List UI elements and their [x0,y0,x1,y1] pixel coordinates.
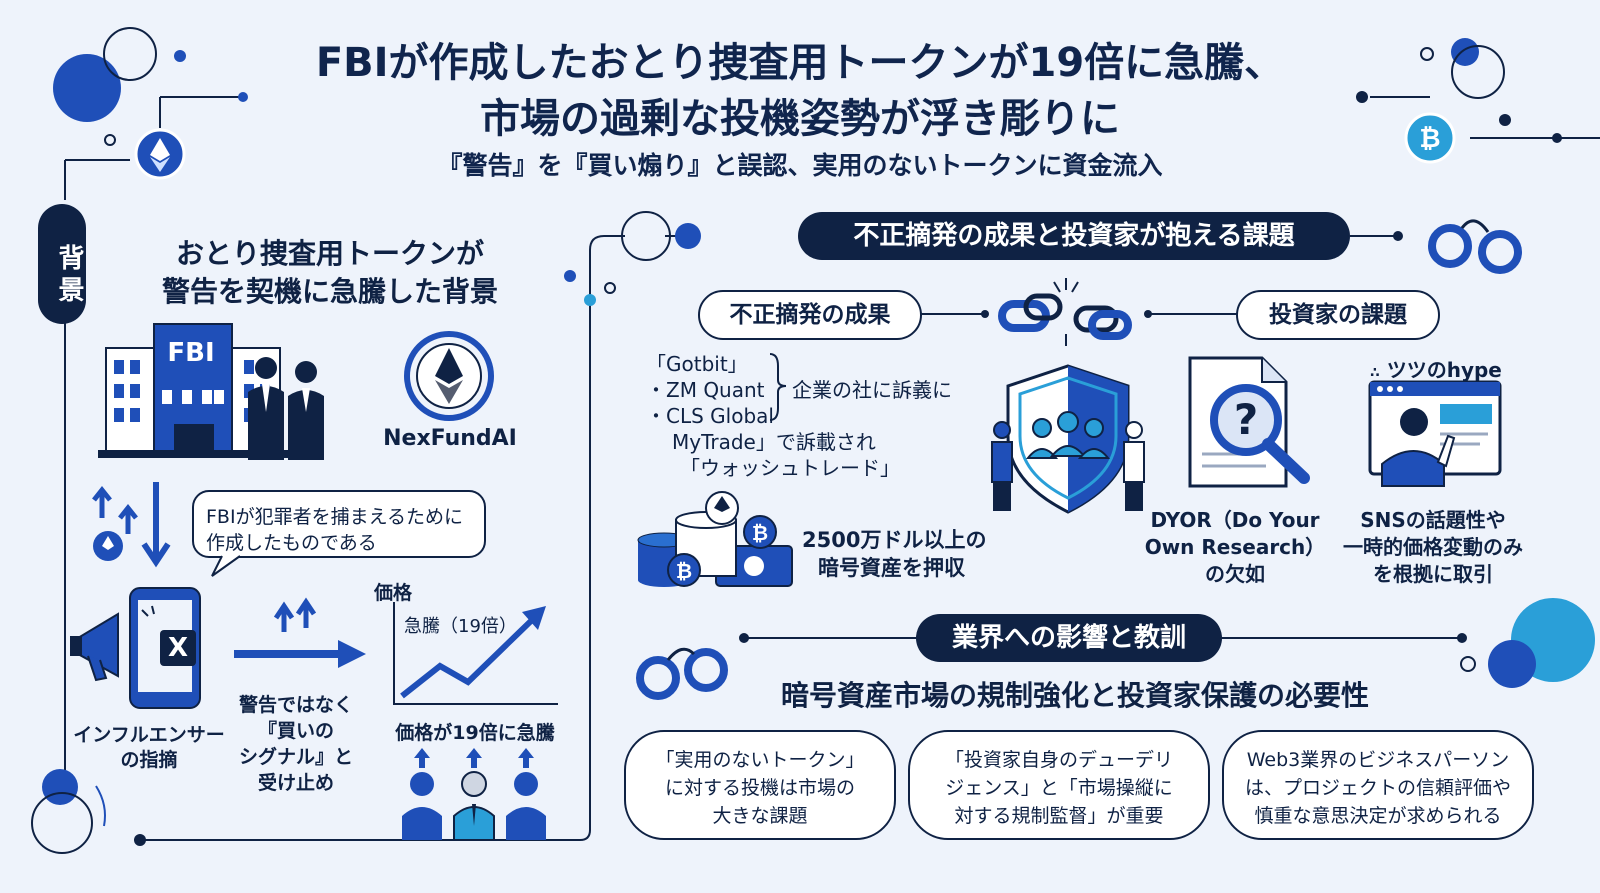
dyor-line1: DYOR（Do Your [1150,508,1320,532]
svg-text:₿: ₿ [752,521,768,545]
background-tag: 背景 [38,204,86,324]
background-heading-line1: おとり捜査用トークンが [175,237,484,270]
brace [769,353,787,421]
coins-stack-icon: ₿ ₿ [637,491,793,587]
bitcoin-icon: ₿ [1404,112,1456,164]
page-title-line1: FBIが作成したおとり捜査用トークンが19倍に急騰、 [315,40,1285,86]
nexfund-label: NexFundAI [383,426,517,451]
dyor-line2: Own Research） [1144,535,1326,559]
impact-box-2: 「投資家自身のデューデリ ジェンス」と「市場操縦に 対する規制監督」が重要 [908,730,1210,840]
arrow-right-icon [234,597,366,668]
sns-line2: 一時的価格変動のみ [1343,535,1523,559]
influencer-line1: インフルエンサー [73,724,225,746]
handcuffs-icon [1428,219,1522,274]
ethereum-icon [404,331,494,421]
svg-text:₿: ₿ [676,559,692,583]
fbi-building-icon [98,323,288,458]
speech-bubble [192,490,486,577]
impact-box-1: 「実用のないトークン」 に対する投機は市場の 大きな課題 [624,730,896,840]
signal-line1: 警告ではなく [238,694,353,716]
arrows-icon [92,482,171,568]
page-title-line2: 市場の過剰な投機姿勢が浮き彫りに [480,96,1120,142]
company-clsglobal: ・CLS Global [646,404,774,428]
x-logo-icon: X [160,630,196,666]
chart-annotation: 急騰（19倍） [404,616,517,637]
chart-axis-label: 価格 [374,582,413,604]
fbi-label: FBI [167,338,215,368]
sparkle-icon: ∴ [1370,365,1380,381]
issues-label: 投資家の課題 [1236,290,1440,340]
mytrade-line1: MyTrade」で訴載され [672,430,876,454]
svg-text:₿: ₿ [1419,124,1440,154]
speech-text-line1: FBIが犯罪者を捕まえるために [206,506,463,528]
handcuffs-icon [636,647,728,700]
impact-box-3: Web3業界のビジネスパーソン は、プロジェクトの信頼評価や 慎重な意思決定が求… [1222,730,1534,840]
chart-caption: 価格が19倍に急騰 [395,722,555,744]
seized-line1: 2500万ドル以上の [802,528,987,552]
price-chart [393,602,558,705]
broken-chain-icon [998,278,1132,346]
magnifier-document-icon: ? [1188,356,1310,488]
ethereum-icon [134,128,186,180]
impact-section-title: 業界への影響と教訓 [916,614,1222,662]
crowd-icon [402,748,546,841]
signal-line3: シグナル』と [238,746,353,768]
browser-person-icon [1368,380,1502,487]
page-subtitle: 『警告』を『買い煽り』と誤認、実用のないトークンに資金流入 [437,151,1163,180]
background-heading-line2: 警告を契機に急騰した背景 [161,275,498,308]
enforcement-section-title: 不正摘発の成果と投資家が抱える課題 [798,212,1350,260]
signal-line4: 受け止め [257,772,334,794]
hype-label: ∴ ツツのhype [1370,358,1502,382]
signal-line2: 『買いの [257,720,334,742]
agent-icon [248,357,324,460]
sued-text: 企業の社に訴義に [792,378,952,402]
megaphone-icon [70,612,119,682]
deco-circle [53,54,121,122]
influencer-line2: の指摘 [120,749,178,771]
dyor-line3: の欠如 [1205,562,1265,586]
mytrade-line2: 「ウォッシュトレード」 [680,456,900,480]
impact-headline: 暗号資産市場の規制強化と投資家保護の必要性 [780,679,1369,712]
svg-text:?: ? [1234,395,1258,444]
results-label: 不正摘発の成果 [698,290,922,340]
company-zmquant: ・ZM Quant [646,378,765,402]
shield-people-icon [991,364,1145,514]
sns-line3: を根拠に取引 [1373,562,1493,586]
seized-line2: 暗号資産を押収 [818,556,965,580]
sns-line1: SNSの話題性や [1360,508,1506,532]
company-gotbit: 「Gotbit」 [646,352,748,376]
speech-text-line2: 作成したものである [206,532,377,554]
